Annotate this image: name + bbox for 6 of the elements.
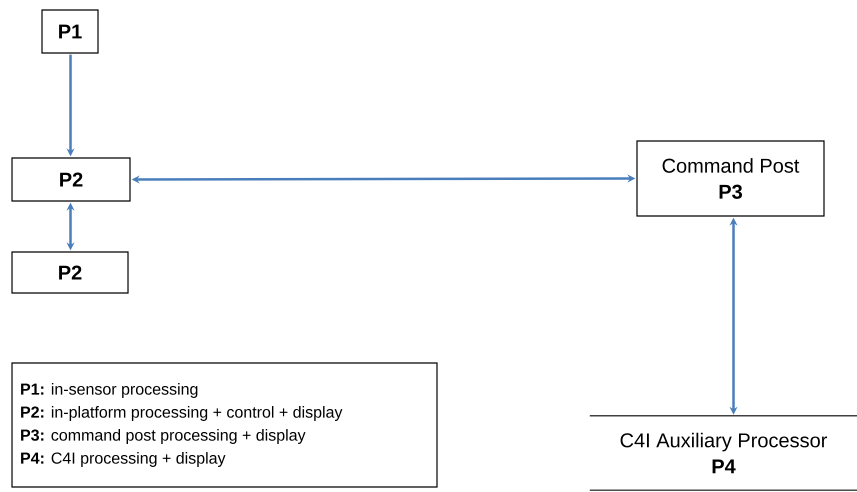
processor-band: C4I Auxiliary Processor P4 [590,415,857,491]
process-box: P2 [11,157,131,202]
process-box: P1 [41,9,99,54]
process-box: Command Post P3 [636,140,825,217]
legend-box: P1: in-sensor processing P2: in-platform processing + control + display P3: command post processing + display P4: C4I processing + display [11,362,438,488]
process-box: P2 [11,251,129,294]
